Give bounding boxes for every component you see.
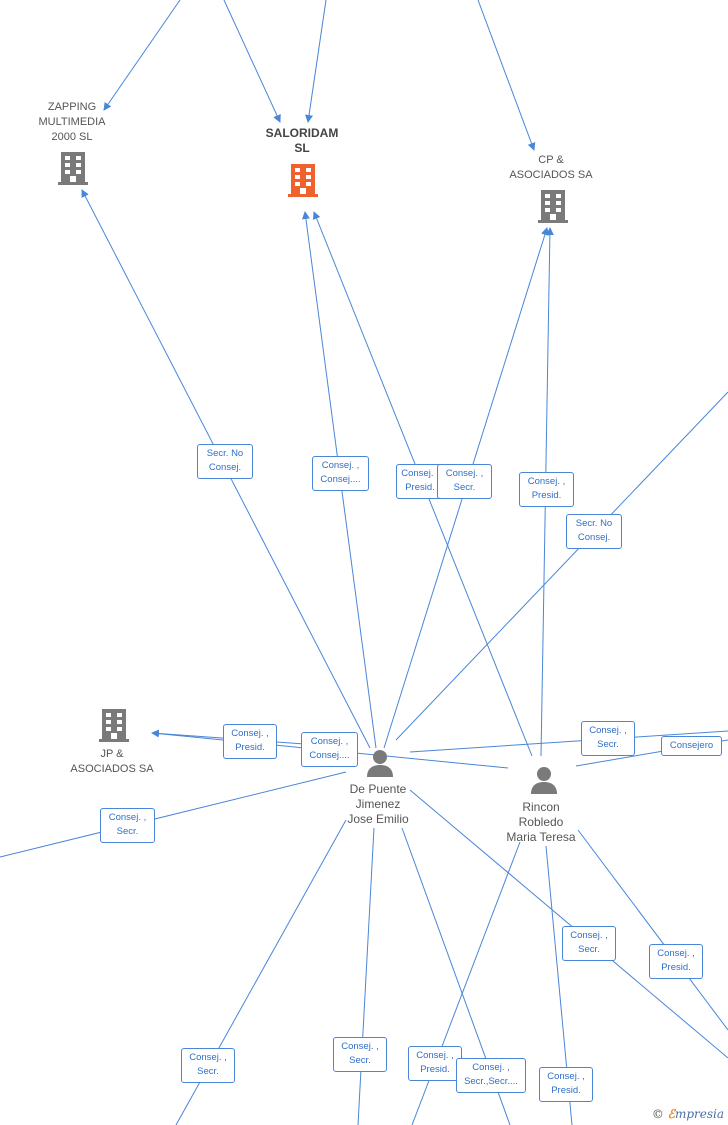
role-label[interactable]: Consej. , Secr. [100,808,155,843]
role-label[interactable]: Consej. , Consej.... [312,456,369,491]
role-label[interactable]: Consej. , Secr. [181,1048,235,1083]
role-label[interactable]: Consej. , Secr.,Secr.... [456,1058,526,1093]
edge-depuente-bottom-2 [357,827,375,1125]
role-label[interactable]: Consejero [661,736,722,756]
role-label[interactable]: Secr. No Consej. [197,444,253,479]
company-label-zapping[interactable]: ZAPPING MULTIMEDIA 2000 SL [38,101,106,143]
building-icon[interactable] [57,150,89,186]
role-label[interactable]: Consej. , Consej.... [301,732,358,767]
role-label[interactable]: Consej. , Presid. [519,472,574,507]
edge-top-to-cp [477,0,536,151]
edge-left-depuente [0,771,347,858]
edge-depuente-bottom-right [409,789,728,1059]
brand-initial: ℰ [667,1107,675,1121]
copyright-symbol: © [651,1107,664,1121]
company-label-cp[interactable]: CP & ASOCIADOS SA [509,154,593,181]
edge-rincon-bottom-right [577,829,728,1031]
company-label-saloridam[interactable]: SALORIDAM SL [265,126,339,155]
role-label[interactable]: Consej. , Secr. [562,926,616,961]
role-label[interactable]: Consej. , Secr. [581,721,635,756]
person-icon[interactable] [529,765,559,795]
brand-name: mpresia [674,1107,724,1121]
person-label-rincon[interactable]: Rincon Robledo Maria Teresa [506,800,576,844]
company-label-jp[interactable]: JP & ASOCIADOS SA [70,748,154,775]
building-icon[interactable] [287,162,319,198]
role-label[interactable]: Consej. , Secr. [333,1037,387,1072]
edge-top-to-saloridam-a [223,0,281,123]
edge-top-to-saloridam-b [305,0,327,123]
role-label[interactable]: Consej. , Presid. [408,1046,462,1081]
role-label[interactable]: Consej. , Presid. [539,1067,593,1102]
edge-top-to-zapping [103,0,181,111]
building-icon[interactable] [98,707,130,743]
role-label[interactable]: Consej. , Presid. [649,944,703,979]
person-icon[interactable] [365,748,395,778]
role-label[interactable]: Consej. , Presid. [223,724,277,759]
edge-depuente-right-top [395,391,728,741]
person-label-depuente[interactable]: De Puente Jimenez Jose Emilio [347,782,409,826]
edge-depuente-right [409,730,728,753]
empresia-watermark: © ℰmpresia [652,1107,724,1121]
role-label[interactable]: Consej. , Secr. [437,464,492,499]
building-icon[interactable] [537,188,569,224]
role-label[interactable]: Secr. No Consej. [566,514,622,549]
